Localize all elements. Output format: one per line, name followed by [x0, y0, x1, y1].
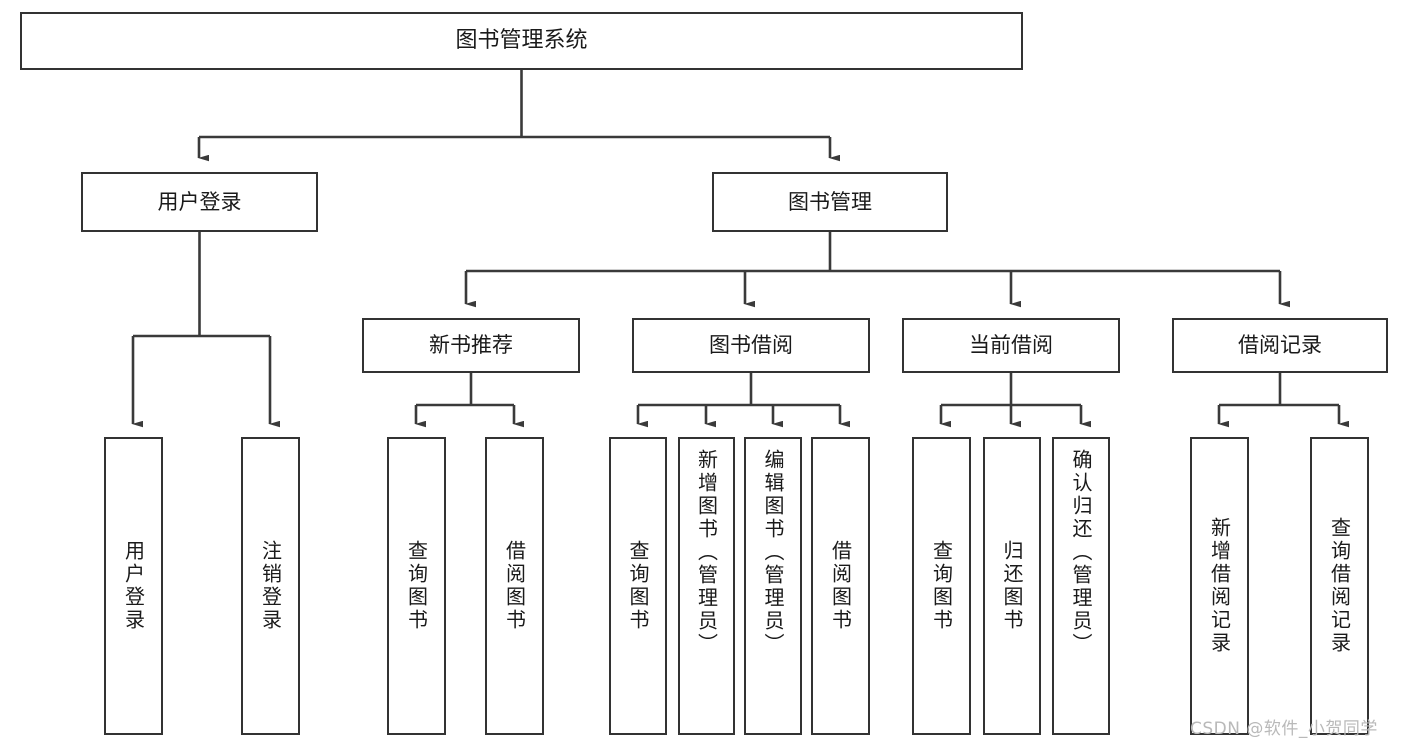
node-leaf-query-book-rec[interactable]: 查询图书 [387, 437, 446, 735]
node-leaf-borrow-book-rec[interactable]: 借阅图书 [485, 437, 544, 735]
node-leaf-confirm-return-admin[interactable]: 确认归还（管理员） [1052, 437, 1110, 735]
node-leaf-edit-book-admin[interactable]: 编辑图书（管理员） [744, 437, 802, 735]
node-leaf-return-book-label: 归还图书 [1000, 540, 1024, 632]
node-leaf-return-book[interactable]: 归还图书 [983, 437, 1041, 735]
node-new-book-recommend[interactable]: 新书推荐 [362, 318, 580, 373]
node-root[interactable]: 图书管理系统 [20, 12, 1023, 70]
node-leaf-add-borrow-record-label: 新增借阅记录 [1207, 517, 1232, 655]
node-user-login[interactable]: 用户登录 [81, 172, 318, 232]
node-borrow-record-label: 借阅记录 [1238, 333, 1322, 358]
node-leaf-logout[interactable]: 注销登录 [241, 437, 300, 735]
node-root-label: 图书管理系统 [455, 28, 588, 54]
watermark-text: CSDN @软件_小贺同学 [1190, 719, 1378, 739]
node-leaf-query-book-cur[interactable]: 查询图书 [912, 437, 971, 735]
node-leaf-edit-book-admin-label: 编辑图书（管理员） [761, 449, 785, 656]
node-leaf-query-book-borrow-label: 查询图书 [626, 540, 650, 632]
node-leaf-user-login-label: 用户登录 [121, 540, 146, 632]
node-book-manage-label: 图书管理 [788, 189, 872, 214]
node-leaf-query-borrow-record[interactable]: 查询借阅记录 [1310, 437, 1369, 735]
node-leaf-borrow-book-rec-label: 借阅图书 [502, 540, 527, 632]
node-book-borrow[interactable]: 图书借阅 [632, 318, 870, 373]
node-user-login-label: 用户登录 [157, 189, 242, 214]
node-leaf-query-book-borrow[interactable]: 查询图书 [609, 437, 667, 735]
node-leaf-add-borrow-record[interactable]: 新增借阅记录 [1190, 437, 1249, 735]
node-leaf-logout-label: 注销登录 [258, 540, 283, 632]
node-leaf-query-book-cur-label: 查询图书 [929, 540, 954, 632]
node-current-borrow[interactable]: 当前借阅 [902, 318, 1120, 373]
node-book-borrow-label: 图书借阅 [709, 333, 793, 358]
node-leaf-user-login[interactable]: 用户登录 [104, 437, 163, 735]
node-leaf-borrow-book-label: 借阅图书 [828, 540, 853, 632]
node-leaf-confirm-return-admin-label: 确认归还（管理员） [1069, 449, 1093, 656]
node-new-book-recommend-label: 新书推荐 [429, 333, 513, 358]
node-leaf-borrow-book[interactable]: 借阅图书 [811, 437, 870, 735]
node-leaf-query-borrow-record-label: 查询借阅记录 [1327, 517, 1352, 655]
node-current-borrow-label: 当前借阅 [969, 333, 1053, 358]
node-borrow-record[interactable]: 借阅记录 [1172, 318, 1388, 373]
node-book-manage[interactable]: 图书管理 [712, 172, 948, 232]
node-leaf-add-book-admin[interactable]: 新增图书（管理员） [678, 437, 735, 735]
node-leaf-add-book-admin-label: 新增图书（管理员） [694, 449, 719, 656]
node-leaf-query-book-rec-label: 查询图书 [404, 540, 429, 632]
